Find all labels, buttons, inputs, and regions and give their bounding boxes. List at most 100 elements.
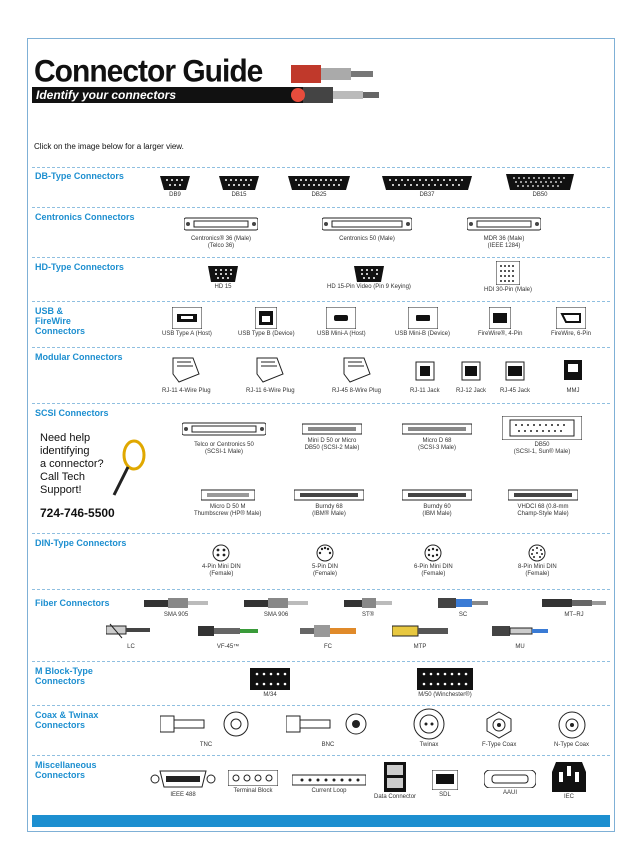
connector-label: ST® (361, 612, 375, 618)
f-type-coax-icon (486, 711, 512, 739)
connector-sma-906[interactable]: SMA 906 (244, 596, 308, 619)
connector-label: DB9 (169, 192, 181, 198)
rj11-jack-icon (415, 361, 435, 381)
page-title: Connector Guide (34, 54, 263, 89)
db9-icon (160, 176, 190, 190)
connector-sma-905[interactable]: SMA 905 (144, 596, 208, 619)
connector-m50[interactable]: M/50 (Winchester®) (417, 668, 473, 699)
connector-mdr-36[interactable]: MDR 36 (Male) (IEEE 1284) (467, 214, 541, 250)
connector-label: M/34 (263, 692, 277, 698)
connector-label-2: (Female) (209, 571, 234, 577)
connector-usb-mini-a[interactable]: USB Mini-A (Host) (317, 307, 366, 338)
connector-rj12-jack[interactable]: RJ-12 Jack (456, 354, 486, 395)
section-hd: HD-Type Connectors HD 15 HD 15-Pin Video… (32, 257, 610, 302)
connector-firewire-6[interactable]: FireWire, 6-Pin (551, 307, 591, 338)
connector-mt-rj[interactable]: MT–RJ (542, 596, 606, 619)
m50-icon (417, 668, 473, 690)
connector-fc[interactable]: FC (300, 620, 356, 651)
section-title: DIN-Type Connectors (35, 538, 127, 548)
connector-din-8[interactable]: 8-Pin Mini DIN (Female) (518, 544, 557, 578)
connector-f-type[interactable]: F-Type Coax (482, 710, 516, 749)
connector-burndy-68[interactable]: Burndy 68 (IBM® Male) (294, 488, 364, 518)
connector-label: Telco or Centronics 50 (194, 442, 254, 448)
connector-sdl[interactable]: SDL (432, 770, 458, 799)
mini-din-8-icon (528, 544, 546, 562)
usb-b-icon (255, 307, 278, 329)
connector-sc[interactable]: SC (438, 596, 488, 619)
connector-db37[interactable]: DB37 (382, 176, 472, 199)
connector-label-2: DB50 (SCSI-2 Male) (304, 445, 360, 451)
magnifying-glass-icon (112, 439, 146, 496)
connector-rj11-4[interactable]: RJ-11 4-Wire Plug (162, 354, 211, 395)
support-phone[interactable]: 724-746-5500 (40, 506, 115, 520)
connector-aaui[interactable]: AAUI (484, 770, 536, 797)
help-line: a connector? (40, 458, 104, 470)
subtitle-bar (32, 87, 322, 103)
connector-centronics-50[interactable]: Centronics 50 (Male) (322, 214, 412, 243)
page-subtitle: Identify your connectors (36, 88, 177, 102)
connector-iec[interactable]: IEC (552, 762, 586, 801)
connector-label: DB50 (532, 192, 548, 198)
connector-vhdci-68[interactable]: VHDCI 68 (0.8-mm Champ-Style Male) (508, 488, 578, 518)
connector-mtp[interactable]: MTP (392, 620, 448, 651)
connector-twinax[interactable]: Twinax (412, 708, 446, 749)
connector-usb-mini-b[interactable]: USB Mini-B (Device) (395, 307, 450, 338)
connector-din-5[interactable]: 5-Pin DIN (Female) (312, 544, 338, 578)
connector-micro-d68[interactable]: Micro D 68 (SCSI-3 Male) (402, 422, 472, 452)
connector-vf45[interactable]: VF-45™ (198, 620, 258, 651)
connector-data-connector[interactable]: Data Connector (374, 762, 416, 801)
connector-din-6[interactable]: 6-Pin Mini DIN (Female) (414, 544, 453, 578)
connector-label: MU (515, 644, 525, 650)
section-title-line: Connectors (35, 720, 86, 730)
connector-hdi30[interactable]: HDI 30-Pin (Male) (484, 261, 532, 294)
mdr-36-icon (467, 217, 541, 231)
connector-rj11-6[interactable]: RJ-11 6-Wire Plug (246, 354, 295, 395)
connector-mu[interactable]: MU (492, 620, 548, 651)
connector-tnc[interactable]: TNC (160, 710, 252, 749)
connector-burndy-60[interactable]: Burndy 60 (IBM Male) (402, 488, 472, 518)
connector-terminal-block[interactable]: Terminal Block (228, 770, 278, 795)
connector-label: VF-45™ (216, 644, 240, 650)
connector-scsi-db50[interactable]: DB50 (SCSI-1, Sun® Male) (502, 416, 582, 456)
n-type-coax-icon (558, 711, 585, 739)
connector-bnc[interactable]: BNC (286, 710, 370, 749)
bnc-icon (286, 713, 367, 735)
connector-label: FireWire®, 4-Pin (478, 331, 523, 337)
connector-telco-50[interactable]: Telco or Centronics 50 (SCSI-1 Male) (182, 418, 266, 456)
connector-lc[interactable]: LC (106, 620, 156, 651)
burndy-60-icon (402, 489, 472, 501)
connector-db50[interactable]: DB50 (506, 174, 574, 199)
connector-n-type[interactable]: N-Type Coax (554, 710, 589, 749)
connector-hd15[interactable]: HD 15 (208, 266, 238, 291)
connector-mmj[interactable]: MMJ (562, 354, 584, 395)
connector-db9[interactable]: DB9 (160, 176, 190, 199)
connector-guide-frame: Connector Guide Identify your connectors… (27, 38, 615, 832)
connector-hd15-video[interactable]: HD 15-Pin Video (Pin 9 Keying) (327, 266, 411, 291)
connector-current-loop[interactable]: Current Loop (292, 774, 366, 795)
data-connector-icon (384, 762, 407, 792)
connector-db15[interactable]: DB15 (219, 176, 259, 199)
connector-label: FireWire, 6-Pin (551, 331, 592, 337)
connector-usb-a[interactable]: USB Type A (Host) (162, 307, 212, 338)
hero-cable-image (291, 65, 379, 103)
connector-m34[interactable]: M/34 (250, 668, 290, 699)
connector-label: Current Loop (311, 788, 347, 794)
connector-din-4[interactable]: 4-Pin Mini DIN (Female) (202, 544, 241, 578)
connector-rj11-jack[interactable]: RJ-11 Jack (410, 354, 440, 395)
connector-rj45-jack[interactable]: RJ-45 Jack (500, 354, 530, 395)
connector-centronics-36[interactable]: Centronics® 36 (Male) (Telco 36) (184, 214, 258, 250)
connector-label-2: Thumbscrew (HP® Male) (194, 511, 262, 517)
connector-firewire-4[interactable]: FireWire®, 4-Pin (478, 307, 522, 338)
help-callout: Need help identifying a connector? Call … (40, 432, 104, 497)
connector-label: Burndy 68 (315, 504, 343, 510)
connector-label: FC (324, 644, 332, 650)
connector-ieee488[interactable]: IEEE 488 (150, 768, 216, 799)
connector-micro-d50-m[interactable]: Micro D 50 M Thumbscrew (HP® Male) (194, 488, 261, 518)
iec-icon (552, 762, 586, 792)
connector-db25[interactable]: DB25 (288, 176, 350, 199)
connector-usb-b[interactable]: USB Type B (Device) (238, 307, 295, 338)
connector-mini-d50[interactable]: Mini D 50 or Micro DB50 (SCSI-2 Male) (302, 422, 362, 452)
connector-st[interactable]: ST® (344, 596, 392, 619)
centronics-50-icon (322, 217, 412, 231)
connector-rj45-8[interactable]: RJ-45 8-Wire Plug (332, 354, 381, 395)
